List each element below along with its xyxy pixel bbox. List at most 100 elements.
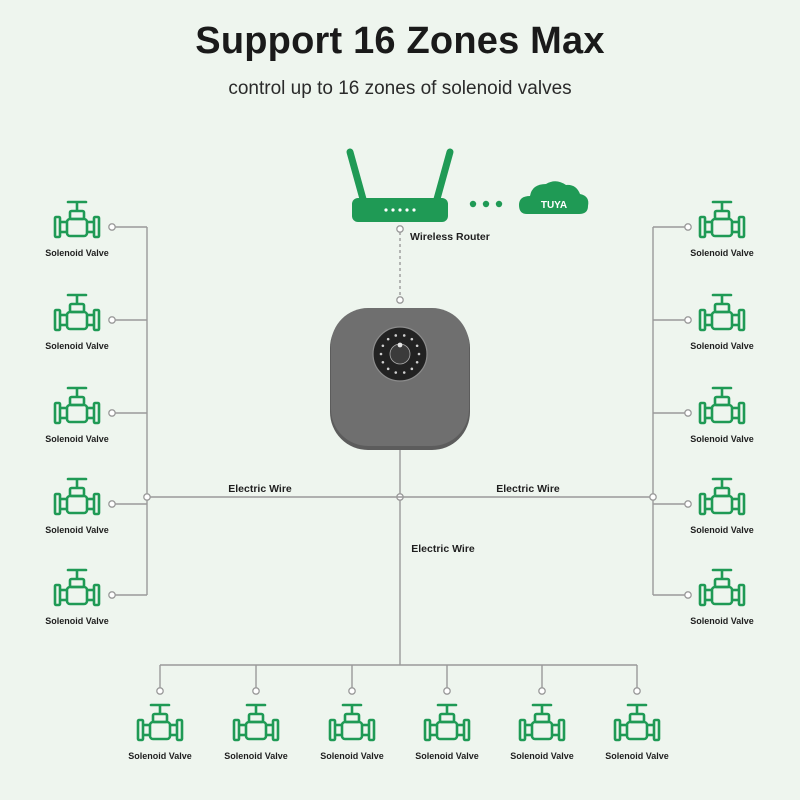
cloud-shape xyxy=(519,181,589,214)
electric-wire-label-right: Electric Wire xyxy=(496,483,560,495)
solenoid-valve-icon xyxy=(613,703,661,742)
solenoid-valve-label: Solenoid Valve xyxy=(45,248,109,258)
right-valve-node xyxy=(684,223,692,231)
solenoid-valve-label: Solenoid Valve xyxy=(690,525,754,535)
solenoid-valve-icon xyxy=(136,703,184,742)
left-valve-node xyxy=(108,223,116,231)
solenoid-valve-label: Solenoid Valve xyxy=(415,751,479,761)
dial-indicator xyxy=(394,371,398,374)
solenoid-valve-label: Solenoid Valve xyxy=(690,248,754,258)
dial-indicator xyxy=(415,344,419,348)
page-title: Support 16 Zones Max xyxy=(195,20,605,62)
solenoid-valve-shape xyxy=(698,386,746,425)
irrigation-controller-icon xyxy=(330,308,470,450)
solenoid-valve-icon xyxy=(698,293,746,332)
solenoid-valve-shape xyxy=(53,293,101,332)
electric-wire-label-center: Electric Wire xyxy=(411,543,475,555)
router-led xyxy=(398,208,402,212)
solenoid-valve-icon xyxy=(53,293,101,332)
status-led xyxy=(397,342,403,348)
bottom-valve-node xyxy=(252,687,260,695)
bottom-valve-node xyxy=(443,687,451,695)
right-valve-node xyxy=(684,591,692,599)
dial-indicator xyxy=(381,360,385,364)
solenoid-valve-shape xyxy=(53,386,101,425)
right-bus-node xyxy=(649,493,657,501)
router-node xyxy=(396,225,404,233)
solenoid-valve-label: Solenoid Valve xyxy=(224,751,288,761)
solenoid-valve-shape xyxy=(518,703,566,742)
solenoid-valve-icon xyxy=(53,568,101,607)
solenoid-valve-label: Solenoid Valve xyxy=(45,341,109,351)
solenoid-valve-icon xyxy=(232,703,280,742)
solenoid-valve-icon xyxy=(698,568,746,607)
solenoid-valve-label: Solenoid Valve xyxy=(45,525,109,535)
network-group: TUYA xyxy=(346,148,589,222)
solenoid-valve-label: Solenoid Valve xyxy=(605,751,669,761)
connection-dot xyxy=(495,200,503,208)
connection-dot xyxy=(469,200,477,208)
dial-indicator xyxy=(415,360,419,364)
bottom-valve-node xyxy=(633,687,641,695)
electric-wires xyxy=(108,223,692,695)
router-antenna xyxy=(346,148,367,203)
solenoid-valve-label: Solenoid Valve xyxy=(690,341,754,351)
solenoid-valve-shape xyxy=(698,200,746,239)
right-valve-node xyxy=(684,316,692,324)
solenoid-valve-shape xyxy=(328,703,376,742)
solenoid-valve-label: Solenoid Valve xyxy=(45,616,109,626)
dial-indicator xyxy=(410,337,414,341)
dial-indicator xyxy=(417,352,421,356)
solenoid-valve-icon xyxy=(53,200,101,239)
cloud-icon: TUYA xyxy=(519,181,589,214)
page-subtitle: control up to 16 zones of solenoid valve… xyxy=(228,78,572,99)
bottom-valve-node xyxy=(348,687,356,695)
wifi-router-icon xyxy=(346,148,454,222)
dial-indicator xyxy=(379,352,383,356)
left-valve-node xyxy=(108,409,116,417)
dial-indicator xyxy=(394,334,398,337)
cloud-label: TUYA xyxy=(541,200,567,211)
solenoid-valve-label: Solenoid Valve xyxy=(45,434,109,444)
dial-indicator xyxy=(381,344,385,348)
solenoid-valve-label: Solenoid Valve xyxy=(690,616,754,626)
router-led xyxy=(412,208,416,212)
solenoid-valve-shape xyxy=(53,568,101,607)
solenoid-valve-shape xyxy=(423,703,471,742)
connection-dot xyxy=(482,200,490,208)
router-label: Wireless Router xyxy=(410,231,490,243)
left-bus-node xyxy=(143,493,151,501)
left-valve-node xyxy=(108,591,116,599)
solenoid-valve-icon xyxy=(698,477,746,516)
solenoid-valve-icon xyxy=(698,386,746,425)
dial-indicator xyxy=(386,367,390,371)
solenoid-valve-icon xyxy=(53,477,101,516)
solenoid-valve-label: Solenoid Valve xyxy=(510,751,574,761)
solenoid-valve-icon xyxy=(328,703,376,742)
solenoid-valve-shape xyxy=(136,703,184,742)
bottom-valve-node xyxy=(538,687,546,695)
right-valve-node xyxy=(684,409,692,417)
right-valve-node xyxy=(684,500,692,508)
controller-top-node xyxy=(396,296,404,304)
solenoid-valve-icon xyxy=(698,200,746,239)
controller-group xyxy=(330,308,470,450)
dial-indicator xyxy=(402,371,406,374)
solenoid-valve-label: Solenoid Valve xyxy=(320,751,384,761)
solenoid-valve-shape xyxy=(698,293,746,332)
electric-wire-label-left: Electric Wire xyxy=(228,483,292,495)
solenoid-valve-icon xyxy=(518,703,566,742)
router-led xyxy=(384,208,388,212)
left-valve-node xyxy=(108,316,116,324)
solenoid-valve-shape xyxy=(53,200,101,239)
solenoid-valve-icon xyxy=(423,703,471,742)
solenoid-valve-shape xyxy=(53,477,101,516)
solenoid-valve-label: Solenoid Valve xyxy=(128,751,192,761)
bottom-valve-node xyxy=(156,687,164,695)
dial-indicator xyxy=(402,334,406,337)
solenoid-valve-shape xyxy=(232,703,280,742)
solenoid-valve-icon xyxy=(53,386,101,425)
left-valve-node xyxy=(108,500,116,508)
